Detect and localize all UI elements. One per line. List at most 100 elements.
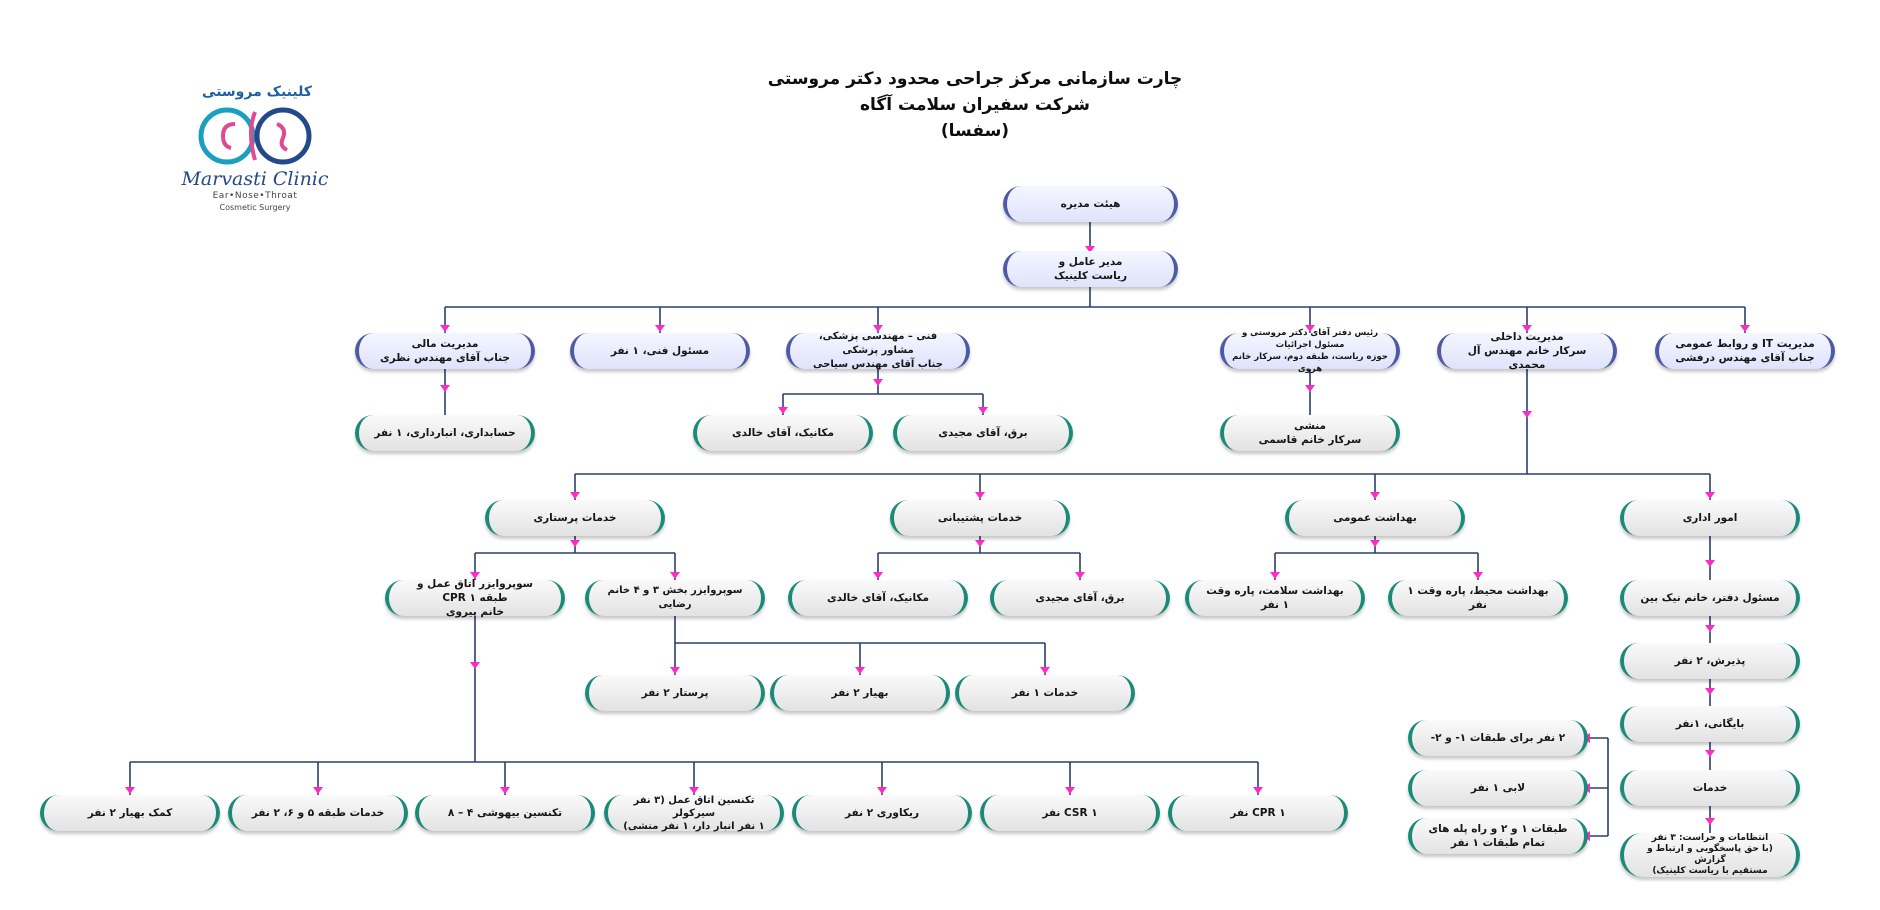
ear-nose-throat-icon: [198, 107, 312, 165]
node-tech-officer-label: مسئول فنی، ۱ نفر: [610, 345, 710, 357]
node-technical-line1: فنی – مهندسی پزشکی، مشاور پزشکی: [818, 331, 938, 356]
node-electric-1: برق، آقای مجیدی: [893, 415, 1073, 451]
node-electric-2: برق، آقای مجیدی: [990, 580, 1170, 616]
node-board: هیئت مدیره: [1003, 186, 1178, 222]
node-finance-line2: جناب آقای مهندس نظری: [380, 352, 510, 364]
node-or-supervisor: سوپروایزر اتاق عمل و طبقه ۱ CPR خانم پیرو…: [385, 578, 565, 618]
node-assistant-aide: کمک بهیار ۲ نفر: [40, 795, 220, 831]
node-support-label: خدمات پشتیبانی: [937, 512, 1023, 524]
node-security: انتظامات و حراست: ۳ نفر(با حق پاسخگویی و…: [1620, 833, 1800, 877]
node-technical-line2: جناب آقای مهندس سیاحی: [813, 359, 943, 370]
node-ward-supervisor-label: سوپروایزر بخش ۳ و ۴ خانم رضایی: [607, 585, 743, 610]
node-it-pr: مدیریت IT و روابط عمومی جناب آقای مهندس د…: [1655, 333, 1835, 369]
chart-title: چارت سازمانی مرکز جراحی محدود دکتر مروست…: [700, 66, 1250, 144]
logo-subtitle-specialties: Ear•Nose•Throat: [212, 191, 298, 201]
node-nurse: پرستار ۲ نفر: [585, 675, 765, 711]
node-lobby-label: لابی ۱ نفر: [1470, 782, 1526, 794]
node-floors-5-6: خدمات طبقه ۵ و ۶، ۲ نفر: [228, 795, 408, 831]
node-health-safety: بهداشت سلامت، پاره وقت ۱ نفر: [1185, 580, 1365, 616]
node-admin-affairs: امور اداری: [1620, 500, 1800, 536]
node-finance: مدیریت مالی جناب آقای مهندس نظری: [355, 333, 535, 369]
node-stairs-line1: طبقات ۱ و ۲ و راه پله های: [1428, 823, 1568, 835]
node-cpr: CPR ۱ نفر: [1168, 795, 1348, 831]
node-anesthesia-tech-label: تکنسین بیهوشی ۴ – ۸: [447, 807, 563, 819]
title-line-2: شرکت سفیران سلامت آگاه: [859, 95, 1090, 115]
node-env-health-label: بهداشت محیط، پاره وقت ۱ نفر: [1407, 585, 1549, 611]
node-mechanic-1-label: مکانیک، آقای خالدی: [732, 427, 835, 439]
node-archive: بایگانی، ۱نفر: [1620, 706, 1800, 742]
node-security-line2: (با حق پاسخگویی و ارتباط و گزارش: [1647, 844, 1773, 865]
node-office-manager: مسئول دفتر، خانم نیک بین: [1620, 580, 1800, 616]
node-office-manager-label: مسئول دفتر، خانم نیک بین: [1640, 592, 1780, 604]
node-archive-label: بایگانی، ۱نفر: [1675, 718, 1745, 730]
node-internal-mgmt: مدیریت داخلی سرکار خانم مهندس آل محمدی: [1437, 331, 1617, 371]
node-ceo: مدیر عامل و ریاست کلینیک: [1003, 251, 1178, 287]
node-mechanic-1: مکانیک، آقای خالدی: [693, 415, 873, 451]
node-services-1: خدمات ۱ نفر: [955, 675, 1135, 711]
node-public-health: بهداشت عمومی: [1285, 500, 1465, 536]
node-or-supervisor-line2: خانم پیروی: [445, 606, 505, 618]
node-tech-officer: مسئول فنی، ۱ نفر: [570, 333, 750, 369]
node-lobby: لابی ۱ نفر: [1408, 770, 1588, 806]
node-services: خدمات: [1620, 770, 1800, 806]
node-office-line1: رئیس دفتر آقای دکتر مروستی و مسئول اجرائ…: [1241, 328, 1379, 350]
node-reception: پذیرش، ۲ نفر: [1620, 643, 1800, 679]
node-support: خدمات پشتیبانی: [890, 500, 1070, 536]
node-services-1-label: خدمات ۱ نفر: [1011, 687, 1079, 699]
node-office-head: رئیس دفتر آقای دکتر مروستی و مسئول اجرائ…: [1220, 328, 1400, 374]
node-electric-1-label: برق، آقای مجیدی: [938, 427, 1028, 439]
logo-name-fa: کلینیک مروستی: [202, 84, 312, 100]
node-security-line3: مستقیم با ریاست کلینیک): [1652, 866, 1768, 876]
node-services-label: خدمات: [1692, 782, 1728, 794]
node-mechanic-2: مکانیک، آقای خالدی: [788, 580, 968, 616]
node-it-line1: مدیریت IT و روابط عمومی: [1675, 338, 1815, 350]
node-technical: فنی – مهندسی پزشکی، مشاور پزشکی جناب آقای…: [786, 331, 970, 370]
node-electric-2-label: برق، آقای مجیدی: [1035, 592, 1125, 604]
node-secretary-line1: منشی: [1293, 420, 1327, 432]
node-recovery: ریکاوری ۲ نفر: [792, 795, 972, 831]
node-finance-line1: مدیریت مالی: [411, 338, 479, 350]
node-office-line2: حوزه ریاست، طبقه دوم، سرکار خانم هروی: [1232, 352, 1388, 374]
node-or-tech-line1: تکنسین اتاق عمل (۳ نفر سیرکولر: [633, 794, 755, 819]
node-anesthesia-tech: تکنسین بیهوشی ۴ – ۸: [415, 795, 595, 831]
node-or-tech-line2: ۱ نفر انبار دار، ۱ نفر منشی): [623, 820, 765, 832]
node-or-supervisor-line1: سوپروایزر اتاق عمل و طبقه ۱ CPR: [417, 578, 533, 604]
node-csr-label: CSR ۱ نفر: [1042, 807, 1098, 819]
title-line-1: چارت سازمانی مرکز جراحی محدود دکتر مروست…: [767, 69, 1183, 89]
node-health-safety-label: بهداشت سلامت، پاره وقت ۱ نفر: [1206, 585, 1344, 611]
node-accounting-label: حسابداری، انبارداری، ۱ نفر: [374, 427, 516, 439]
node-secretary-line2: سرکار خانم قاسمی: [1258, 434, 1362, 446]
logo-name-en: Marvasti Clinic: [181, 168, 329, 190]
node-accounting: حسابداری، انبارداری، ۱ نفر: [355, 415, 535, 451]
node-nursing: خدمات پرستاری: [485, 500, 665, 536]
node-security-line1: انتظامات و حراست: ۳ نفر: [1651, 833, 1769, 843]
node-internal-line1: مدیریت داخلی: [1490, 331, 1564, 343]
node-recovery-label: ریکاوری ۲ نفر: [845, 807, 919, 819]
logo-subtitle-cosmetic: Cosmetic Surgery: [219, 203, 291, 212]
node-aide-label: بهیار ۲ نفر: [831, 687, 889, 699]
node-aide: بهیار ۲ نفر: [770, 675, 950, 711]
node-csr: CSR ۱ نفر: [980, 795, 1160, 831]
node-internal-line2: سرکار خانم مهندس آل محمدی: [1467, 345, 1587, 371]
node-reception-label: پذیرش، ۲ نفر: [1674, 655, 1746, 667]
node-floors-cleaning-label: ۲ نفر برای طبقات ۱- و ۲-: [1430, 732, 1566, 744]
node-floors-5-6-label: خدمات طبقه ۵ و ۶، ۲ نفر: [251, 807, 385, 819]
node-cpr-label: CPR ۱ نفر: [1230, 807, 1286, 819]
node-ceo-line2: ریاست کلینیک: [1053, 270, 1128, 282]
node-nursing-label: خدمات پرستاری: [533, 512, 617, 524]
node-floors-cleaning: ۲ نفر برای طبقات ۱- و ۲-: [1408, 720, 1588, 756]
node-env-health: بهداشت محیط، پاره وقت ۱ نفر: [1388, 580, 1568, 616]
node-admin-affairs-label: امور اداری: [1682, 512, 1738, 524]
node-it-line2: جناب آقای مهندس درفشی: [1675, 352, 1815, 364]
clinic-logo: کلینیک مروستی Marvasti Clinic Ear•Nose•T…: [180, 80, 330, 215]
node-secretary: منشی سرکار خانم قاسمی: [1220, 415, 1400, 451]
node-ward-supervisor: سوپروایزر بخش ۳ و ۴ خانم رضایی: [585, 580, 765, 616]
node-assistant-aide-label: کمک بهیار ۲ نفر: [87, 807, 173, 819]
node-ceo-line1: مدیر عامل و: [1058, 256, 1123, 268]
node-stairs: طبقات ۱ و ۲ و راه پله های تمام طبقات ۱ نف…: [1408, 818, 1588, 854]
node-board-label: هیئت مدیره: [1060, 198, 1121, 210]
node-stairs-line2: تمام طبقات ۱ نفر: [1450, 837, 1546, 849]
title-line-3: (سفسا): [940, 121, 1010, 141]
